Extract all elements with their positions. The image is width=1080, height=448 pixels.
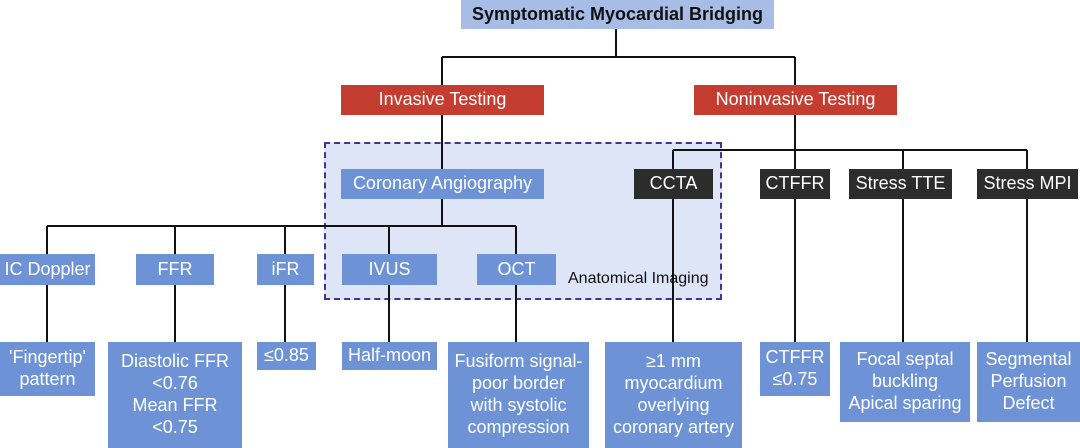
oct-node: OCT — [477, 254, 556, 285]
coronary-angiography-node: Coronary Angiography — [341, 169, 544, 199]
ctffr-node: CTFFR — [760, 169, 830, 199]
ffr-node: FFR — [136, 254, 214, 285]
ivus-node: IVUS — [342, 254, 437, 285]
ifr-finding: ≤0.85 — [257, 342, 316, 370]
stress-tte-node: Stress TTE — [849, 169, 952, 199]
ccta-node: CCTA — [634, 169, 713, 199]
oct-finding: Fusiform signal-poor border with systoli… — [448, 342, 589, 448]
ic-doppler-node: IC Doppler — [0, 254, 95, 285]
ifr-node: iFR — [257, 254, 314, 285]
anatomical-imaging-label: Anatomical Imaging — [568, 270, 709, 287]
ctffr-finding: CTFFR≤0.75 — [760, 342, 830, 396]
invasive-testing-header: Invasive Testing — [341, 85, 544, 115]
noninvasive-testing-header: Noninvasive Testing — [694, 85, 897, 115]
ic-doppler-finding: 'Fingertip'pattern — [0, 342, 95, 396]
ffr-finding: Diastolic FFR<0.76 Mean FFR<0.75 — [108, 342, 242, 448]
ivus-finding: Half-moon — [342, 342, 437, 370]
root-node: Symptomatic Myocardial Bridging — [461, 0, 774, 29]
stress-mpi-node: Stress MPI — [977, 169, 1078, 199]
